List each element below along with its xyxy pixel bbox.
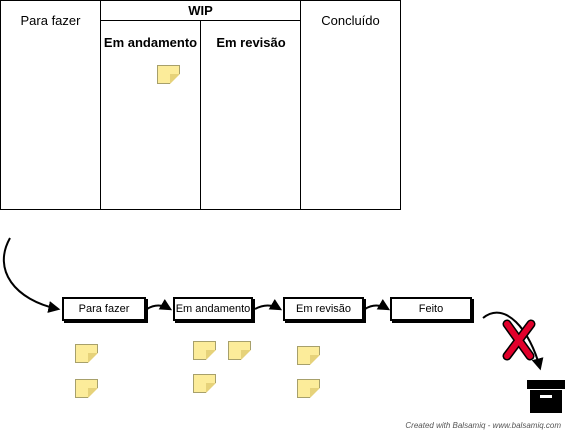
flow-arrow-3 (364, 298, 391, 311)
sticky-note[interactable] (157, 65, 180, 84)
sticky-note[interactable] (193, 341, 216, 360)
flow-arrow-1 (146, 298, 173, 311)
sticky-note[interactable] (297, 379, 320, 398)
sticky-note[interactable] (228, 341, 251, 360)
entry-arrow (2, 237, 61, 313)
column-done-title: Concluído (321, 13, 380, 28)
stage-done[interactable]: Feito (390, 297, 472, 321)
column-todo-title: Para fazer (20, 13, 81, 28)
stage-in-progress[interactable]: Em andamento (173, 297, 253, 321)
kanban-board: Para fazer WIP Em andamento Em revisão C… (0, 0, 401, 211)
footer-credit: Created with Balsamiq - www.balsamiq.com (405, 421, 561, 430)
column-done: Concluído (300, 0, 401, 210)
sticky-note[interactable] (193, 374, 216, 393)
sticky-note[interactable] (75, 379, 98, 398)
column-in-progress-title: Em andamento (103, 35, 198, 50)
column-wip-title: WIP (188, 3, 213, 18)
wip-divider-vertical (200, 20, 201, 209)
sticky-note[interactable] (75, 344, 98, 363)
column-wip: WIP Em andamento Em revisão (100, 0, 301, 210)
sticky-note[interactable] (297, 346, 320, 365)
column-review-title: Em revisão (216, 35, 286, 50)
archive-box-icon (527, 380, 565, 413)
flow-arrow-2 (254, 298, 283, 311)
discard-arrow (482, 311, 544, 371)
stage-review[interactable]: Em revisão (283, 297, 364, 321)
stage-todo[interactable]: Para fazer (62, 297, 146, 321)
x-icon (502, 319, 536, 361)
